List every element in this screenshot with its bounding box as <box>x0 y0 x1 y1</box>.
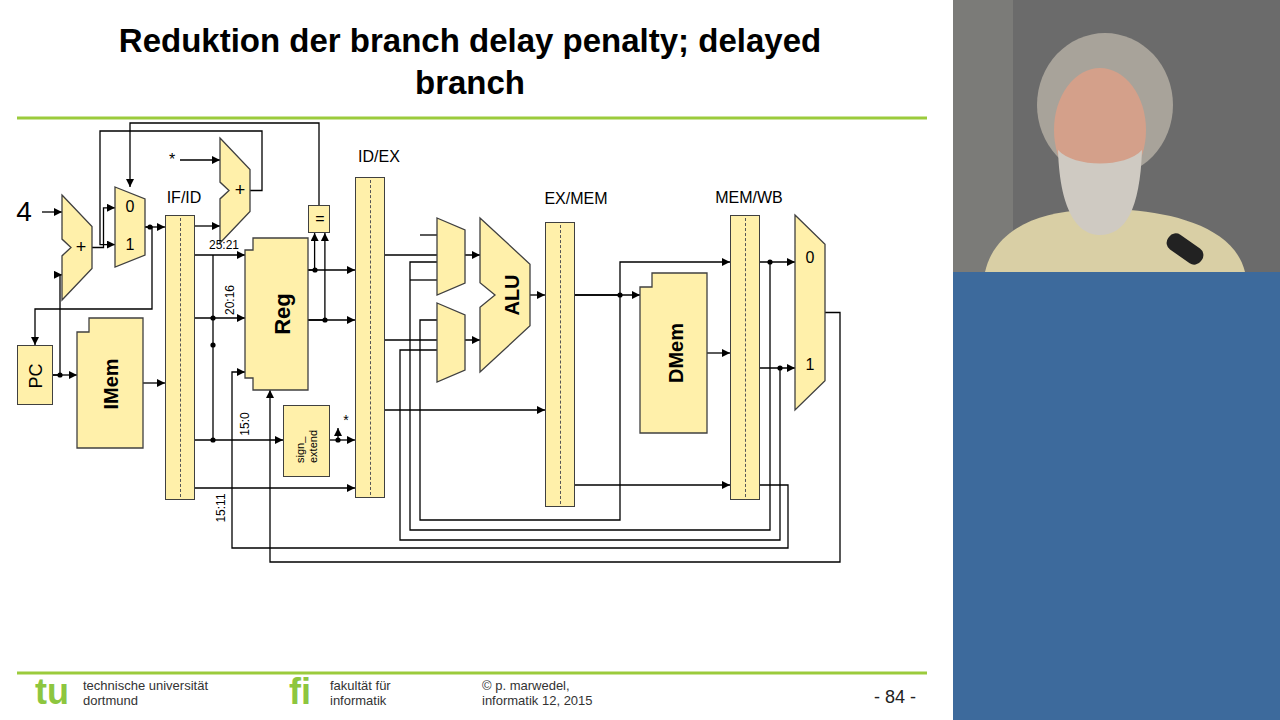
header-rule <box>17 117 927 120</box>
node-shape <box>245 238 308 390</box>
wire <box>410 279 437 280</box>
node-shape <box>62 195 92 300</box>
node-label: sign_ extend <box>294 421 319 463</box>
node-label: ID/EX <box>358 148 400 166</box>
node-label: IMem <box>100 358 123 409</box>
center-dashed-line <box>560 225 561 504</box>
forwarding-wire <box>400 350 780 540</box>
mux-symbol <box>437 218 465 295</box>
diagram-label: 15:0 <box>239 412 253 435</box>
wire <box>42 211 62 212</box>
node-label: 0 <box>806 249 815 267</box>
mux-symbol <box>437 303 465 382</box>
signal-wire <box>385 254 480 255</box>
alu-symbol: ALU <box>480 218 530 372</box>
node-shape <box>115 187 145 267</box>
wire <box>420 234 437 235</box>
node-label: 1 <box>806 356 815 374</box>
microphone <box>1163 230 1206 268</box>
signal-wire <box>760 367 795 368</box>
node-shape <box>795 215 825 410</box>
node-label: MEM/WB <box>715 189 783 207</box>
pipeline-register: ID/EX <box>355 177 385 498</box>
signal-wire <box>385 339 480 340</box>
junction-dot <box>210 342 215 347</box>
signal-wire <box>707 352 730 353</box>
sign-extend-box: sign_ extend <box>283 405 330 477</box>
node-shape <box>220 138 250 243</box>
diagram-label: 20:16 <box>224 285 238 315</box>
node-label: 1 <box>126 236 135 254</box>
node-label: ALU <box>501 274 524 315</box>
signal-wire <box>143 382 165 383</box>
video-background <box>953 0 1280 272</box>
signal-wire <box>195 487 355 488</box>
node-shape <box>480 218 530 372</box>
node-label: = <box>315 210 324 228</box>
node-label: + <box>235 180 246 201</box>
forwarding-wire <box>410 262 770 530</box>
diagram-label: * <box>343 412 348 428</box>
signal-wire <box>530 294 545 295</box>
register-box: PC <box>17 345 53 405</box>
node-shape <box>77 318 143 448</box>
node-label: EX/MEM <box>544 190 607 208</box>
footer-rule <box>17 672 927 675</box>
memory-block: DMem <box>640 273 707 433</box>
slide-title: Reduktion der branch delay penalty; dela… <box>110 20 830 104</box>
node-label: Reg <box>270 293 295 335</box>
comparator-box: = <box>308 205 330 233</box>
pipeline-register: EX/MEM <box>545 222 575 507</box>
center-dashed-line <box>180 218 181 497</box>
speaker-video <box>953 0 1280 720</box>
diagram-label: 15:11 <box>215 493 229 522</box>
signal-wire <box>308 233 315 270</box>
diagram-label: © p. marwedel, informatik 12, 2015 <box>482 679 622 709</box>
register-file: Reg <box>245 238 308 390</box>
node-label: 0 <box>126 198 135 216</box>
node-shape <box>640 273 707 433</box>
signal-wire <box>145 226 165 227</box>
memory-block: IMem <box>77 318 143 448</box>
video-background <box>953 0 1013 272</box>
pipeline-register: IF/ID <box>165 215 195 500</box>
signal-wire <box>195 225 220 226</box>
diagram-label: - 84 - <box>874 687 916 708</box>
node-label: PC <box>26 363 47 388</box>
wires <box>42 160 780 540</box>
adder-symbol: + <box>220 138 250 243</box>
wire <box>180 159 220 160</box>
diagram-label: tu <box>35 671 69 712</box>
pipeline-register: MEM/WB <box>730 215 760 500</box>
video-panel <box>953 272 1280 720</box>
diagram-label: * <box>169 151 175 169</box>
node-label: DMem <box>665 323 688 383</box>
node-label: + <box>76 237 87 258</box>
center-dashed-line <box>745 218 746 497</box>
signal-wire <box>92 208 115 248</box>
signal-wire <box>53 275 62 375</box>
signal-wire <box>575 484 730 485</box>
node-outline <box>795 215 825 410</box>
signal-wire <box>385 409 545 410</box>
diagram-label: technische universität dortmund <box>83 679 243 709</box>
diagram-label: 25:21 <box>209 239 239 253</box>
mux-symbol: 01 <box>115 187 145 267</box>
adder-symbol: + <box>62 195 92 300</box>
center-dashed-line <box>370 180 371 495</box>
signal-wire <box>195 254 245 255</box>
node-label: IF/ID <box>167 189 202 207</box>
signal-wire <box>760 261 795 262</box>
signal-wire <box>330 439 355 440</box>
diagram-label: 4 <box>16 196 32 228</box>
signal-wire <box>308 233 325 320</box>
speaker-beard <box>1058 150 1142 235</box>
signal-wire <box>195 317 245 318</box>
mux-symbol: 01 <box>795 215 825 410</box>
diagram-label: fi <box>289 671 311 712</box>
diagram-label: fakultät für informatik <box>330 679 420 709</box>
signal-wire <box>308 269 355 270</box>
